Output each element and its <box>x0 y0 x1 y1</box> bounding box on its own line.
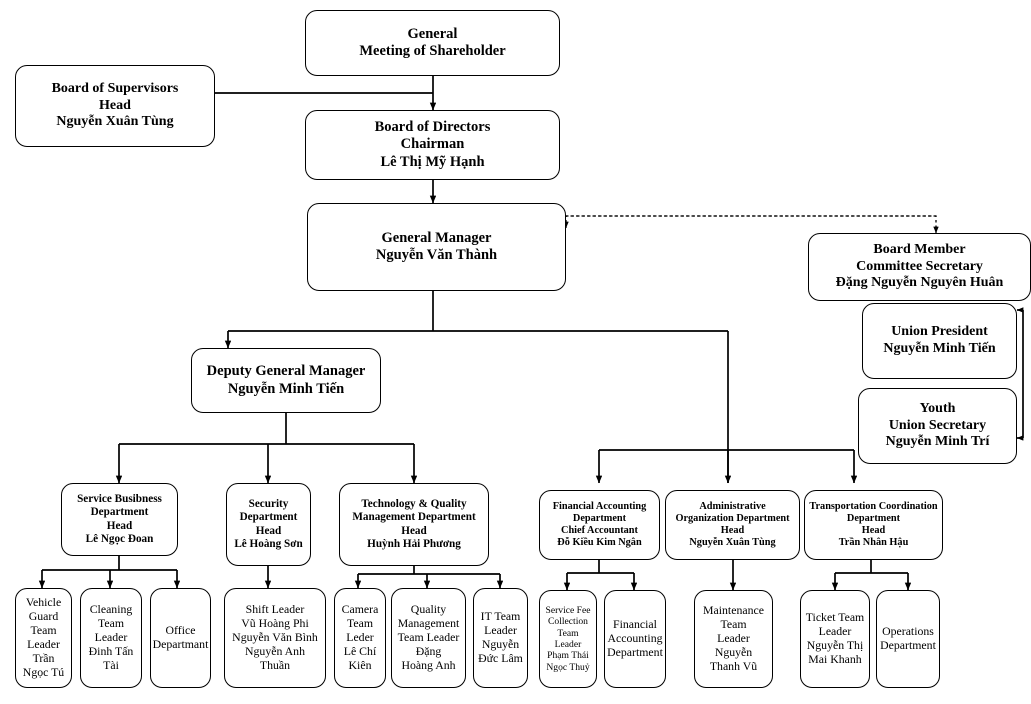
node-camera-team[interactable]: Camera Team Leder Lê Chí Kiên <box>334 588 386 688</box>
node-deputy-general-manager[interactable]: Deputy General Manager Nguyễn Minh Tiến <box>191 348 381 413</box>
node-board-of-directors[interactable]: Board of Directors Chairman Lê Thị Mỹ Hạ… <box>305 110 560 180</box>
node-union-president[interactable]: Union President Nguyễn Minh Tiến <box>862 303 1017 379</box>
node-board-of-supervisors[interactable]: Board of Supervisors Head Nguyễn Xuân Tù… <box>15 65 215 147</box>
node-youth-union-secretary[interactable]: Youth Union Secretary Nguyễn Minh Trí <box>858 388 1017 464</box>
node-cleaning-team[interactable]: Cleaning Team Leader Đinh Tấn Tài <box>80 588 142 688</box>
node-administrative-organization-department[interactable]: Administrative Organization Department H… <box>665 490 800 560</box>
node-office-department[interactable]: Office Departmant <box>150 588 211 688</box>
node-financial-accounting-department[interactable]: Financial Accounting Department Chief Ac… <box>539 490 660 560</box>
node-technology-quality-department[interactable]: Technology & Quality Management Departme… <box>339 483 489 566</box>
node-transportation-coordination-department[interactable]: Transportation Coordination Department H… <box>804 490 943 560</box>
node-operations-department[interactable]: Operations Department <box>876 590 940 688</box>
node-general-manager[interactable]: General Manager Nguyễn Văn Thành <box>307 203 566 291</box>
node-board-member[interactable]: Board Member Committee Secretary Đặng Ng… <box>808 233 1031 301</box>
node-vehicle-guard-team[interactable]: Vehicle Guard Team Leader Trần Ngọc Tú <box>15 588 72 688</box>
node-shift-leader[interactable]: Shift Leader Vũ Hoàng Phi Nguyễn Văn Bìn… <box>224 588 326 688</box>
node-service-fee-collection-team[interactable]: Service Fee Collection Team Leader Phạm … <box>539 590 597 688</box>
node-it-team[interactable]: IT Team Leader Nguyễn Đức Lâm <box>473 588 528 688</box>
node-service-business-department[interactable]: Service Busibness Department Head Lê Ngọ… <box>61 483 178 556</box>
node-financial-accounting-sub-department[interactable]: Financial Accounting Department <box>604 590 666 688</box>
node-general-meeting[interactable]: General Meeting of Shareholder <box>305 10 560 76</box>
node-ticket-team[interactable]: Ticket Team Leader Nguyễn Thị Mai Khanh <box>800 590 870 688</box>
node-maintenance-team[interactable]: Maintenance Team Leader Nguyễn Thanh Vũ <box>694 590 773 688</box>
node-security-department[interactable]: Security Department Head Lê Hoàng Sơn <box>226 483 311 566</box>
node-quality-management-team[interactable]: Quality Management Team Leader Đặng Hoàn… <box>391 588 466 688</box>
